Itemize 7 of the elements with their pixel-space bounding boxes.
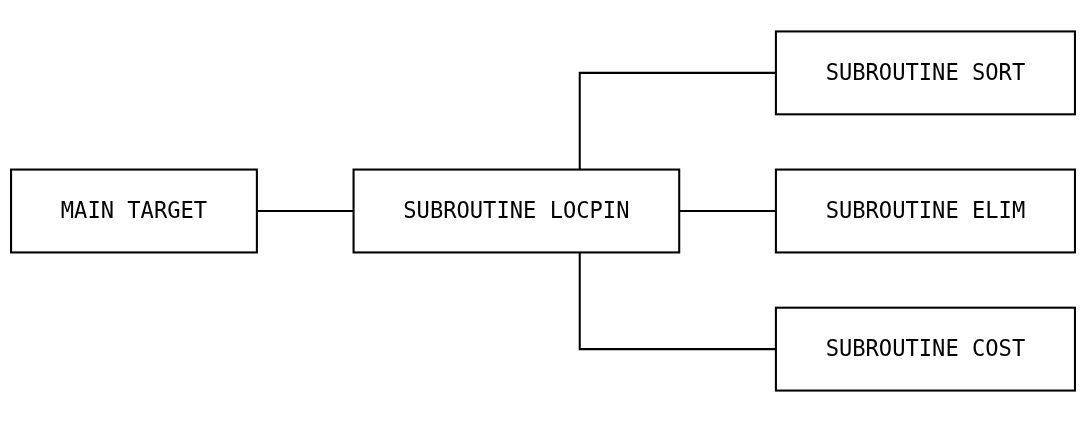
connector — [578, 252, 776, 351]
node-box: MAIN TARGET — [10, 168, 258, 254]
node-box: SUBROUTINE ELIM — [774, 168, 1076, 254]
node-box: SUBROUTINE COST — [774, 306, 1076, 392]
connector — [578, 71, 776, 170]
node-box: SUBROUTINE SORT — [774, 30, 1076, 116]
node-box: SUBROUTINE LOCPIN — [352, 168, 681, 254]
